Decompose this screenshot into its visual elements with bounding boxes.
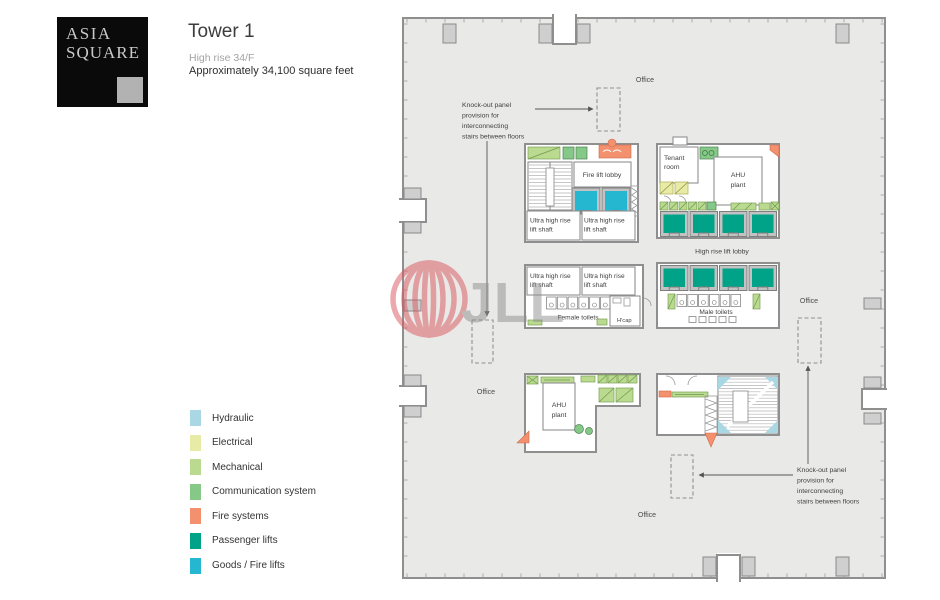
- core-middle-right: Male toilets: [656, 262, 780, 329]
- ultra-lift-shaft-label: lift shaft: [584, 227, 607, 234]
- knockout-panel-top: [596, 87, 621, 132]
- note-line: stairs between floors: [797, 499, 860, 506]
- fire-lift-lobby-label: Fire lift lobby: [583, 172, 622, 179]
- knockout-panel-left: [471, 319, 494, 364]
- ultra-lift-shaft-label: Ultra high rise: [584, 273, 625, 280]
- legend-label: Electrical: [212, 437, 253, 449]
- ahu-plant-label: plant: [731, 182, 746, 189]
- legend-item-fire: Fire systems: [190, 508, 316, 525]
- legend-item-electrical: Electrical: [190, 434, 316, 451]
- passenger-lift: [719, 265, 748, 291]
- female-toilets-label: Female toilets: [557, 315, 599, 322]
- ultra-lift-shaft-label: lift shaft: [584, 282, 607, 289]
- passenger-lift: [719, 211, 748, 237]
- goods-fire-lifts-swatch: [190, 557, 201, 574]
- core-lower-left: AHU plant: [516, 373, 641, 453]
- high-rise-lift-lobby-label: High rise lift lobby: [695, 249, 749, 256]
- ultra-lift-shaft-label: lift shaft: [530, 282, 553, 289]
- door-arc: [642, 297, 652, 307]
- hcap-label: H'cap: [617, 318, 632, 324]
- jll-logo-rings: [390, 260, 468, 338]
- door-arc: [665, 375, 698, 386]
- legend-label: Fire systems: [212, 510, 269, 522]
- ultra-lift-shaft-label: Ultra high rise: [530, 218, 571, 225]
- mechanical-row: [659, 201, 780, 211]
- female-toilet-stalls: [546, 296, 611, 310]
- hcap-toilet: [609, 295, 641, 327]
- communication-swatch: [190, 483, 201, 500]
- facade-notches: [397, 12, 889, 583]
- note-line: stairs between floors: [462, 134, 525, 141]
- note-line: provision for: [462, 113, 500, 120]
- ultra-lift-shaft-label: Ultra high rise: [530, 273, 571, 280]
- tenant-room-label: Tenant: [664, 155, 685, 162]
- core-upper-left: Fire lift lobby Ultra high rise lift sha…: [524, 138, 639, 243]
- legend: Hydraulic Electrical Mechanical Communic…: [190, 410, 316, 582]
- legend-item-goods-fire-lifts: Goods / Fire lifts: [190, 557, 316, 574]
- legend-label: Mechanical: [212, 461, 263, 473]
- legend-item-hydraulic: Hydraulic: [190, 410, 316, 426]
- louver: [704, 398, 718, 432]
- core-middle-left: Ultra high rise lift shaft Ultra high ri…: [524, 264, 652, 329]
- office-label-top: Office: [636, 77, 654, 84]
- structural-columns: [403, 23, 882, 577]
- passenger-lift: [660, 265, 689, 291]
- note-line: interconnecting: [797, 488, 843, 495]
- knockout-note-top: Knock-out panel provision for interconne…: [462, 102, 594, 317]
- fire-systems-zone: [769, 144, 780, 158]
- knockout-note-bottom: Knock-out panel provision for interconne…: [698, 365, 860, 506]
- area-text: Approximately 34,100 square feet: [189, 65, 354, 77]
- logo-text-square: SQUARE: [66, 43, 141, 62]
- ahu-plant-label: AHU: [552, 402, 566, 409]
- louver: [630, 187, 638, 213]
- legend-item-mechanical: Mechanical: [190, 459, 316, 476]
- ahu-plant-label: AHU: [731, 172, 745, 179]
- jll-watermark-text: JLL: [461, 271, 565, 335]
- office-label-right: Office: [800, 298, 818, 305]
- legend-label: Hydraulic: [212, 412, 254, 424]
- goods-fire-lift: [571, 187, 601, 215]
- floor-subtitle: High rise 34/F: [189, 52, 255, 64]
- legend-label: Communication system: [212, 486, 316, 498]
- note-line: provision for: [797, 478, 835, 485]
- logo-gray-square: [117, 77, 143, 103]
- passenger-lift: [748, 211, 777, 237]
- legend-label: Goods / Fire lifts: [212, 560, 285, 572]
- wall-tick-marks: [403, 18, 885, 578]
- asia-square-logo: ASIA SQUARE: [57, 17, 148, 107]
- note-line: Knock-out panel: [797, 467, 847, 474]
- fire-systems-zone: [516, 430, 530, 444]
- passenger-lift: [689, 211, 718, 237]
- legend-item-passenger-lifts: Passenger lifts: [190, 532, 316, 549]
- note-line: interconnecting: [462, 123, 508, 130]
- electrical-swatch: [190, 434, 201, 451]
- tenant-room-label: room: [664, 164, 680, 171]
- passenger-lift: [689, 265, 718, 291]
- passenger-lift: [748, 265, 777, 291]
- hydraulic-swatch: [190, 410, 201, 426]
- urinals: [688, 316, 737, 323]
- note-line: Knock-out panel: [462, 102, 512, 109]
- passenger-lift: [660, 211, 689, 237]
- fire-exit-arrow: [704, 432, 718, 448]
- ultra-lift-shaft-label: lift shaft: [530, 227, 553, 234]
- legend-item-communication: Communication system: [190, 483, 316, 500]
- jll-watermark: JLL: [390, 260, 565, 338]
- male-toilets-label: Male toilets: [699, 309, 733, 316]
- office-label-left: Office: [477, 389, 495, 396]
- goods-fire-lift: [601, 187, 631, 215]
- ultra-lift-shaft-label: Ultra high rise: [584, 218, 625, 225]
- passenger-lifts-swatch: [190, 532, 201, 549]
- knockout-panel-right: [797, 317, 822, 364]
- core-upper-right: Tenant room AHU plant: [656, 136, 780, 239]
- male-toilet-stalls: [676, 294, 741, 307]
- office-label-bottom: Office: [638, 512, 656, 519]
- mechanical-swatch: [190, 459, 201, 476]
- page-title: Tower 1: [188, 21, 255, 42]
- legend-label: Passenger lifts: [212, 535, 278, 547]
- core-lower-right: [656, 373, 780, 448]
- logo-text-asia: ASIA: [66, 24, 112, 43]
- ahu-plant-label: plant: [552, 412, 567, 419]
- fire-swatch: [190, 508, 201, 525]
